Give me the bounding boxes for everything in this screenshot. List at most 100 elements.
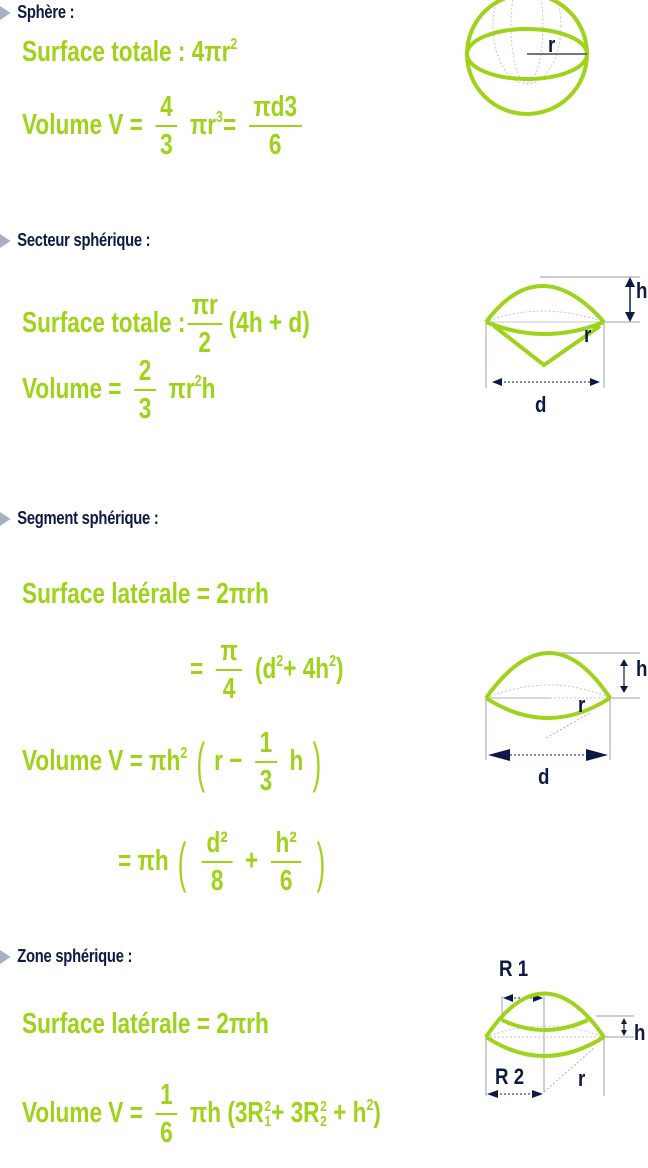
segment-volume-alt-formula: = πh ( d² 8 + h² 6 ) — [118, 828, 328, 897]
bullet-triangle-icon — [0, 5, 11, 20]
sphere-diagram-icon — [465, 0, 589, 116]
section-heading-zone: Zone sphérique : — [0, 946, 132, 967]
numerator: 2 — [138, 355, 152, 387]
numerator: h² — [275, 827, 297, 859]
radius-label: r — [578, 1066, 586, 1091]
exponent: 2 — [366, 1097, 374, 1115]
diameter-label: d — [535, 392, 547, 417]
formula-text: + 3R — [271, 1097, 320, 1130]
formula-text: Volume V = — [22, 1097, 143, 1130]
formula-text: + 4h — [283, 653, 330, 686]
formula-text: ) — [336, 653, 344, 686]
sphere-surface-formula: Surface totale : 4πr2 — [22, 36, 238, 68]
denominator: 3 — [160, 129, 173, 162]
height-label: h — [636, 656, 648, 681]
formula-text: h — [289, 745, 304, 778]
formula-text: (4h + d) — [228, 307, 310, 340]
denominator: 3 — [259, 765, 273, 798]
r1-label: R 1 — [499, 956, 529, 981]
exponent: 3 — [216, 109, 223, 127]
denominator: 6 — [268, 129, 282, 162]
paren: ) — [312, 730, 322, 793]
formula-text: (d — [254, 653, 277, 686]
height-label: h — [636, 278, 648, 303]
subscript: 1 — [264, 1113, 272, 1131]
zone-diagram-icon — [484, 991, 634, 1098]
exponent: 2 — [230, 36, 238, 54]
section-heading-segment: Segment sphérique : — [0, 508, 159, 529]
formula-text: = — [222, 109, 237, 142]
radius-label: r — [584, 322, 592, 347]
formula-text: πh (3R — [189, 1097, 264, 1130]
paren: ( — [196, 730, 205, 793]
denominator: 4 — [222, 673, 236, 706]
formula-text: Volume V = πh — [22, 745, 181, 778]
exponent: 2 — [320, 1098, 327, 1116]
fraction: d² 8 — [201, 827, 233, 898]
paren: ( — [177, 830, 187, 893]
formula-text: + h — [333, 1097, 367, 1130]
fraction: h² 6 — [270, 827, 302, 898]
denominator: 6 — [279, 865, 293, 898]
zone-surface-formula: Surface latérale = 2πrh — [22, 1010, 269, 1039]
bullet-triangle-icon — [0, 233, 11, 248]
diameter-label: d — [538, 764, 550, 789]
formula-text: r − — [214, 745, 243, 778]
fraction: πr 2 — [186, 289, 223, 360]
heading-text: Segment sphérique : — [17, 508, 159, 528]
section-heading-sphere: Sphère : — [0, 2, 75, 23]
denominator: 6 — [160, 1117, 173, 1150]
formula-text: + — [245, 845, 259, 878]
numerator: πd3 — [253, 91, 298, 123]
subscript: 2 — [320, 1113, 327, 1131]
exponent: 2 — [264, 1098, 272, 1116]
formula-text: h — [201, 373, 216, 406]
bullet-triangle-icon — [0, 511, 11, 526]
formula-text: ) — [373, 1097, 381, 1130]
formula-text: πr — [189, 109, 217, 142]
exponent: 2 — [329, 653, 337, 671]
numerator: πr — [191, 289, 218, 321]
radius-label: r — [578, 692, 586, 717]
denominator: 2 — [198, 327, 212, 360]
sector-diagram-icon — [484, 276, 640, 388]
height-label: h — [634, 1020, 646, 1045]
exponent: 2 — [194, 373, 202, 391]
bullet-triangle-icon — [0, 949, 11, 964]
heading-text: Secteur sphérique : — [17, 230, 151, 250]
denominator: 3 — [138, 393, 152, 426]
numerator: 1 — [160, 1079, 173, 1111]
formula-text: Surface totale : 4πr — [22, 36, 231, 68]
formula-text: Volume = — [22, 373, 122, 406]
formula-text: Surface latérale = 2πrh — [22, 578, 269, 610]
radius-label: r — [548, 32, 556, 57]
segment-diagram-icon — [484, 651, 640, 761]
r2-label: R 2 — [495, 1064, 525, 1089]
numerator: d² — [206, 827, 228, 859]
exponent: 2 — [180, 745, 188, 763]
formula-text: = πh — [118, 845, 169, 878]
formula-text: Surface latérale = 2πrh — [22, 1008, 269, 1040]
formula-text: = — [190, 653, 204, 686]
segment-surface-formula: Surface latérale = 2πrh — [22, 580, 269, 609]
formula-text: Volume V = — [22, 109, 143, 142]
denominator: 8 — [210, 865, 224, 898]
numerator: π — [220, 635, 238, 667]
heading-text: Zone sphérique : — [17, 946, 133, 966]
formula-text: πr — [168, 373, 195, 406]
section-heading-sector: Secteur sphérique : — [0, 230, 151, 251]
paren: ) — [316, 830, 326, 893]
